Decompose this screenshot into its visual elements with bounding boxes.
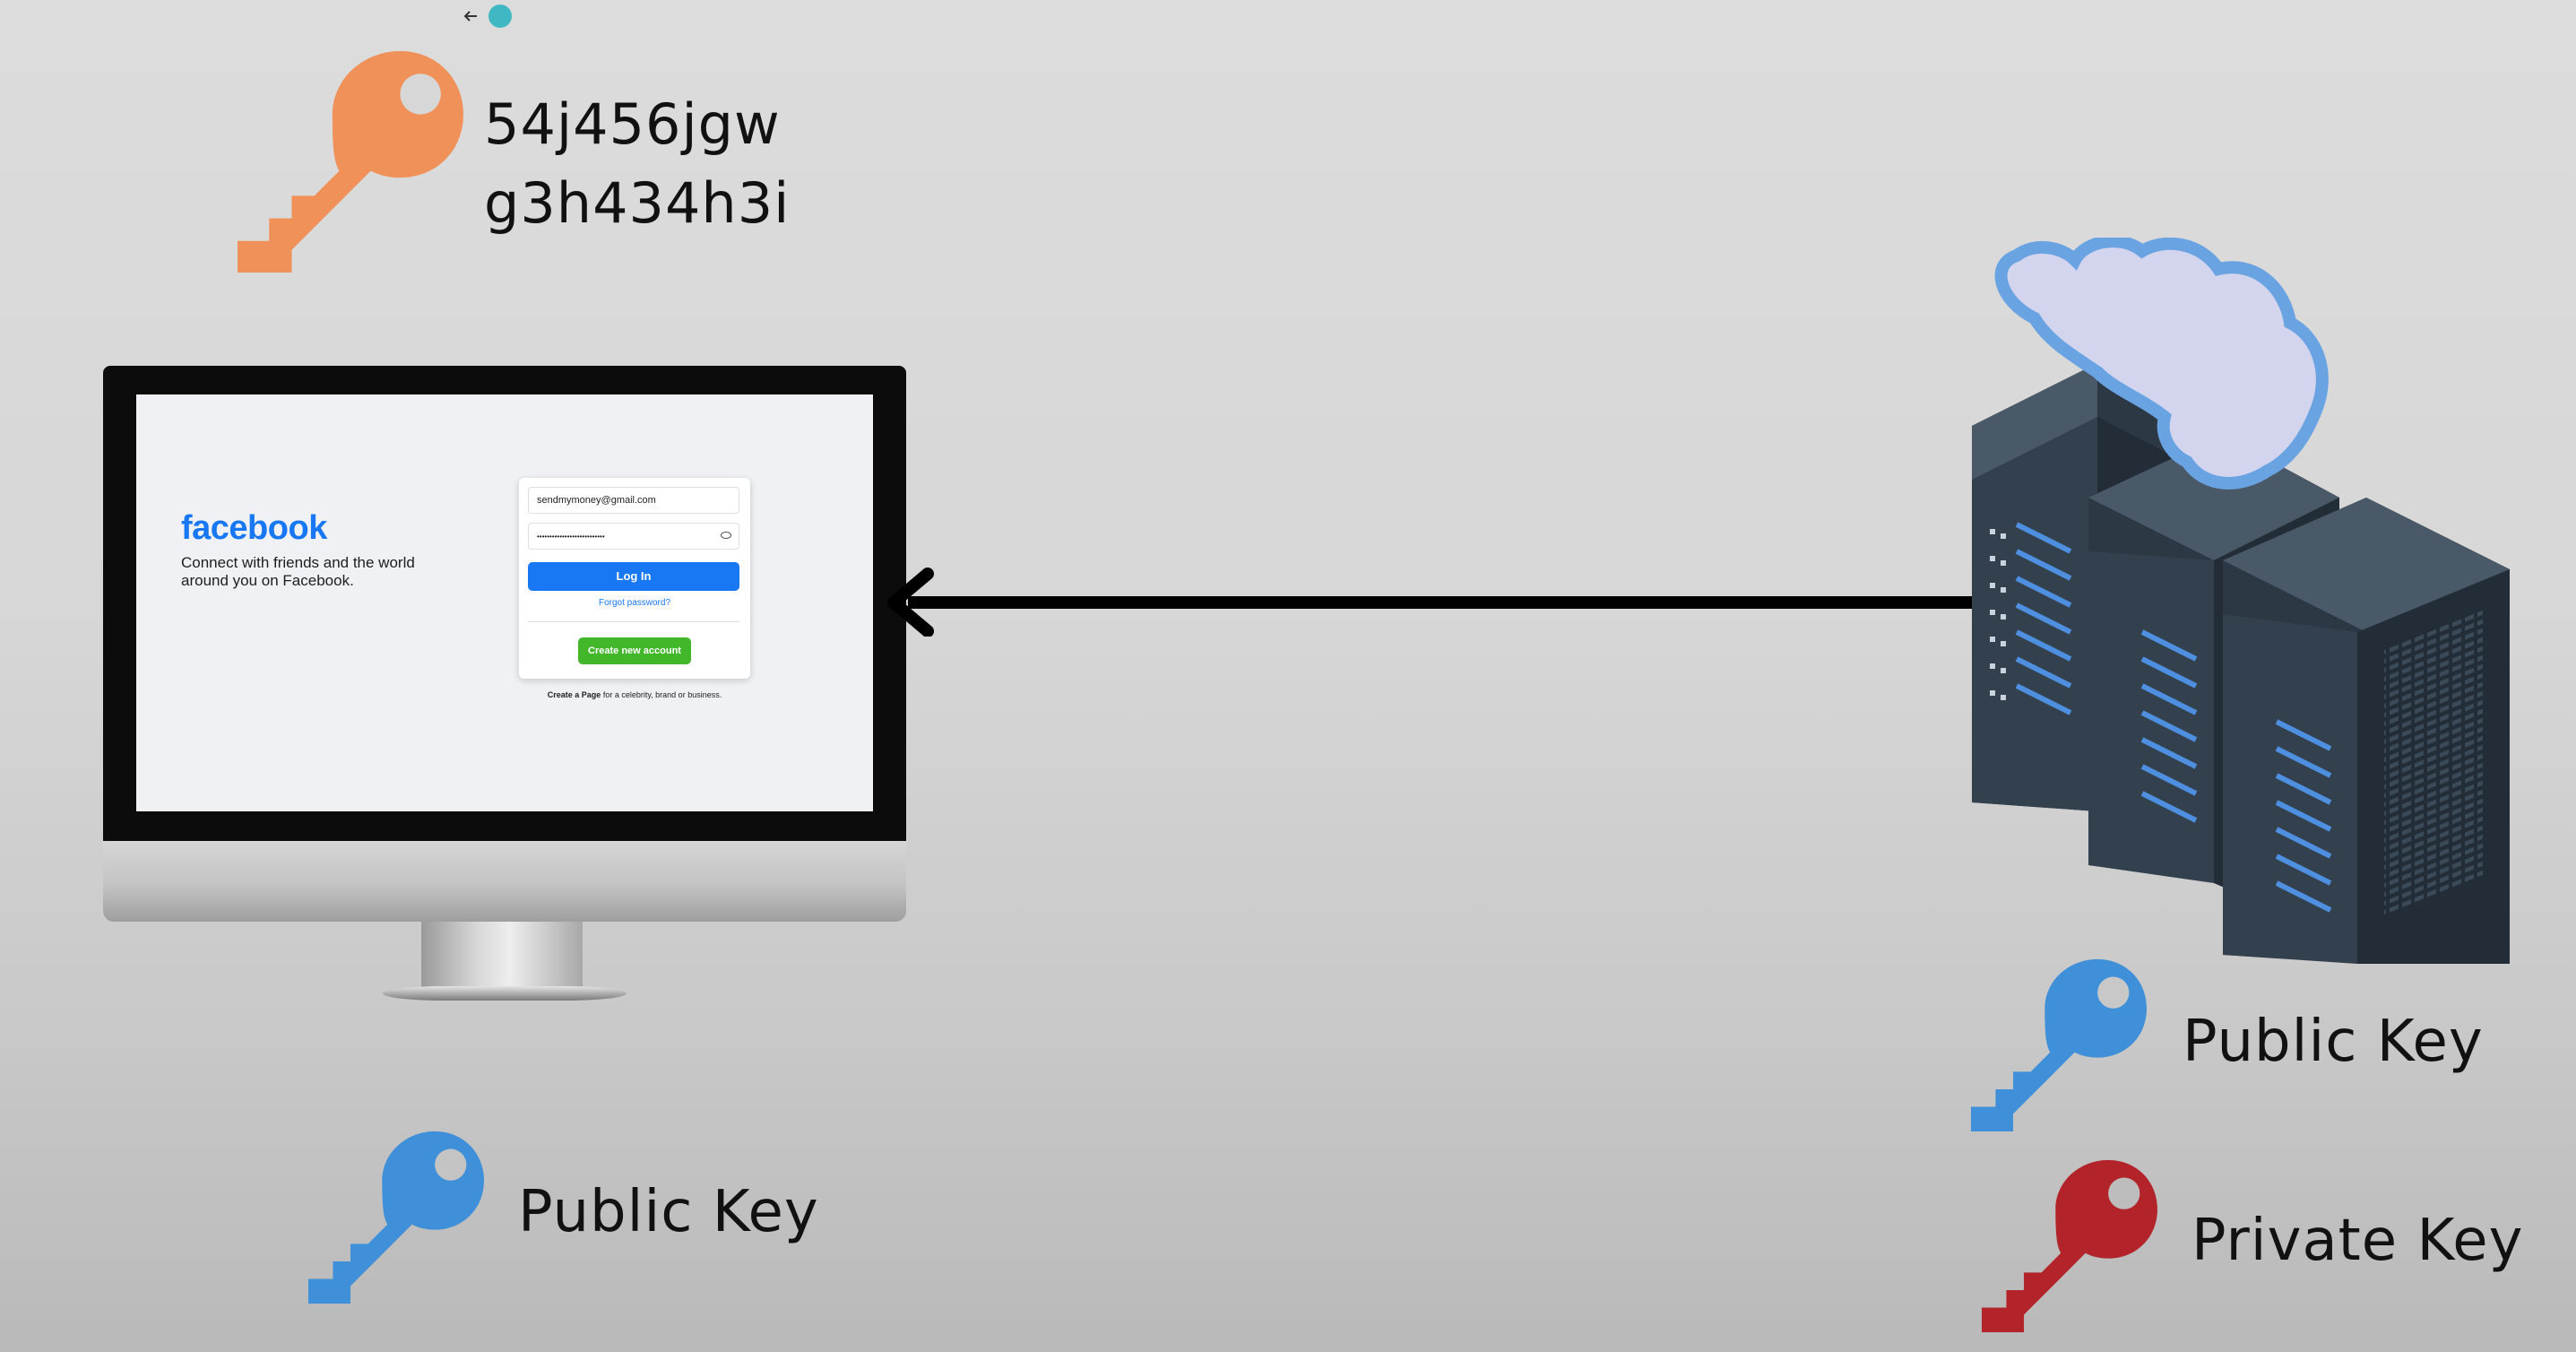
secret-line-2: g3h434h3i <box>484 170 791 236</box>
cloud-icon <box>1994 238 2329 490</box>
blue-key-icon <box>1971 958 2147 1131</box>
login-card: sendmymoney@gmail.com ••••••••••••••••••… <box>519 478 750 679</box>
client-public-key-label: Public Key <box>518 1179 819 1245</box>
server-rack-icon <box>1972 238 2510 964</box>
create-account-button[interactable]: Create new account <box>578 637 691 664</box>
login-button[interactable]: Log In <box>528 562 739 591</box>
facebook-tagline: Connect with friends and the world aroun… <box>181 554 415 589</box>
secret-key-text: 54j456jgw g3h434h3i <box>484 85 790 243</box>
secret-line-1: 54j456jgw <box>484 91 781 157</box>
create-page-text: Create a Page for a celebrity, brand or … <box>519 690 750 699</box>
password-field[interactable]: ••••••••••••••••••••••••••• <box>528 523 739 550</box>
eye-icon[interactable] <box>721 532 731 539</box>
client-monitor: facebook Connect with friends and the wo… <box>103 366 906 1011</box>
divider <box>528 621 739 622</box>
create-page-link[interactable]: Create a Page <box>547 690 601 699</box>
server-public-key-label: Public Key <box>2183 1009 2484 1075</box>
monitor-screen: facebook Connect with friends and the wo… <box>136 394 873 811</box>
monitor-bezel: facebook Connect with friends and the wo… <box>103 366 906 841</box>
blue-key-icon <box>308 1131 484 1304</box>
arrow-left-icon <box>887 568 1985 637</box>
monitor-stand <box>421 922 583 993</box>
orange-key-icon <box>238 51 463 273</box>
monitor-chin <box>103 841 906 922</box>
facebook-logo: facebook <box>181 509 327 547</box>
server-private-key-label: Private Key <box>2191 1208 2524 1274</box>
password-mask: ••••••••••••••••••••••••••• <box>537 533 605 541</box>
create-page-rest: for a celebrity, brand or business. <box>601 690 722 699</box>
cursor-arrow-icon <box>463 4 512 28</box>
forgot-password-link[interactable]: Forgot password? <box>598 598 671 608</box>
monitor-base <box>383 986 627 1001</box>
red-key-icon <box>1982 1159 2157 1332</box>
email-field[interactable]: sendmymoney@gmail.com <box>528 487 739 514</box>
